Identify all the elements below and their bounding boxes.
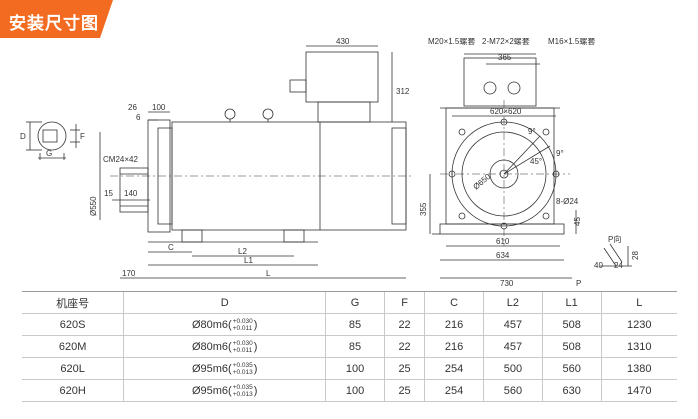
cell-f: 25: [383, 379, 425, 402]
tolerance: +0.035+0.013: [232, 383, 253, 398]
col-header-g: G: [325, 291, 385, 314]
dim-6-label: 6: [136, 113, 141, 122]
tolerance: +0.035+0.013: [232, 361, 253, 376]
dim-26-label: 26: [128, 103, 137, 112]
table-row: 620L Ø95m6(+0.035+0.013) 100 25 254 500 …: [22, 357, 677, 380]
cell-d: Ø95m6(+0.035+0.013): [123, 357, 326, 380]
dim-f-label: F: [80, 132, 85, 141]
cell-l1: 560: [541, 357, 602, 380]
dim-312-label: 312: [396, 87, 410, 96]
dim-d550-label: Ø550: [89, 196, 98, 216]
cell-g: 100: [325, 357, 385, 380]
cell-l1: 508: [541, 335, 602, 358]
cell-f: 25: [383, 357, 425, 380]
cell-f: 22: [383, 335, 425, 358]
dim-l2-label: L2: [238, 247, 247, 256]
dim-m72-label: 2-M72×2螺套: [482, 38, 530, 46]
cell-l2: 457: [482, 335, 543, 358]
col-header-l2: L2: [482, 291, 543, 314]
cell-d: Ø80m6(+0.030+0.011): [123, 335, 326, 358]
title-tab-background: [0, 0, 113, 38]
dimension-spec-table: 机座号 D G F C L2 L1 L 620S Ø80m6(+0.030+0.…: [22, 291, 677, 402]
cell-g: 100: [325, 379, 385, 402]
dim-40-label: 40: [594, 261, 603, 270]
col-header-c: C: [424, 291, 484, 314]
cell-model: 620H: [22, 379, 124, 402]
dim-45-label: 45: [573, 217, 582, 226]
dim-15-label: 15: [104, 189, 113, 198]
section-title: 安装尺寸图: [9, 14, 99, 34]
dim-g-label: G: [46, 149, 52, 158]
cell-model: 620M: [22, 335, 124, 358]
col-header-model: 机座号: [22, 291, 124, 314]
cell-l: 1470: [600, 379, 677, 402]
table-row: 620S Ø80m6(+0.030+0.011) 85 22 216 457 5…: [22, 313, 677, 336]
cell-l2: 500: [482, 357, 543, 380]
dim-angle-45-label: 45°: [530, 157, 542, 166]
table-row: 620M Ø80m6(+0.030+0.011) 85 22 216 457 5…: [22, 335, 677, 358]
dim-c-label: C: [168, 243, 174, 252]
dim-430-label: 430: [336, 38, 350, 46]
shaft-section-circle: [37, 121, 67, 151]
dim-holes-label: 8-Ø24: [556, 197, 579, 206]
dim-610-label: 610: [496, 237, 510, 246]
dim-angle-9a-label: 9°: [528, 127, 536, 136]
dim-170-label: 170: [122, 269, 136, 278]
p-view-label: P向: [608, 234, 621, 244]
dim-m16-label: M16×1.5螺套: [548, 38, 595, 46]
dim-24-label: 24: [614, 261, 623, 270]
dim-355-label: 355: [419, 202, 428, 216]
col-header-l1: L1: [541, 291, 602, 314]
dim-l-label: L: [266, 269, 271, 278]
front-feet: [439, 223, 565, 235]
cell-l2: 457: [482, 313, 543, 336]
front-terminal-box: [463, 57, 537, 107]
dim-634-label: 634: [496, 251, 510, 260]
dim-angle-9b-label: 9°: [556, 149, 564, 158]
dim-140-label: 140: [124, 189, 138, 198]
cell-l: 1310: [600, 335, 677, 358]
cell-l1: 508: [541, 313, 602, 336]
tolerance: +0.030+0.011: [232, 317, 253, 332]
table-header-row: 机座号 D G F C L2 L1 L: [22, 291, 677, 314]
table-row: 620H Ø95m6(+0.035+0.013) 100 25 254 560 …: [22, 379, 677, 402]
col-header-d: D: [123, 291, 326, 314]
cell-l2: 560: [482, 379, 543, 402]
tolerance: +0.030+0.011: [232, 339, 253, 354]
dim-620x620-label: 620×620: [490, 107, 522, 116]
cell-g: 85: [325, 335, 385, 358]
dim-365-label: 365: [498, 53, 512, 62]
cell-d: Ø95m6(+0.035+0.013): [123, 379, 326, 402]
col-header-f: F: [383, 291, 425, 314]
col-header-l: L: [600, 291, 677, 314]
cell-c: 254: [424, 357, 484, 380]
cell-c: 216: [424, 335, 484, 358]
p-arrow-label: P: [576, 279, 581, 286]
cell-model: 620S: [22, 313, 124, 336]
cell-model: 620L: [22, 357, 124, 380]
dim-d650-label: Ø650: [472, 172, 493, 192]
cell-g: 85: [325, 313, 385, 336]
dim-100-label: 100: [152, 103, 166, 112]
dim-cm-label: CM24×42: [103, 155, 138, 164]
dim-m20-label: M20×1.5螺套: [428, 38, 475, 46]
cell-l: 1380: [600, 357, 677, 380]
dim-28-label: 28: [631, 251, 640, 260]
cell-c: 254: [424, 379, 484, 402]
dim-d-label: D: [20, 132, 26, 141]
front-housing: [445, 107, 555, 225]
cell-d: Ø80m6(+0.030+0.011): [123, 313, 326, 336]
terminal-box: [305, 51, 379, 103]
installation-dimension-drawing: D G F 430 312 26 100 6 CM24×42 Ø550 15 1…: [20, 38, 640, 286]
cell-f: 22: [383, 313, 425, 336]
cell-l: 1230: [600, 313, 677, 336]
cell-l1: 630: [541, 379, 602, 402]
section-title-tab: 安装尺寸图: [0, 0, 113, 38]
dim-730-label: 730: [500, 279, 514, 286]
dim-l1-label: L1: [244, 256, 253, 265]
cell-c: 216: [424, 313, 484, 336]
